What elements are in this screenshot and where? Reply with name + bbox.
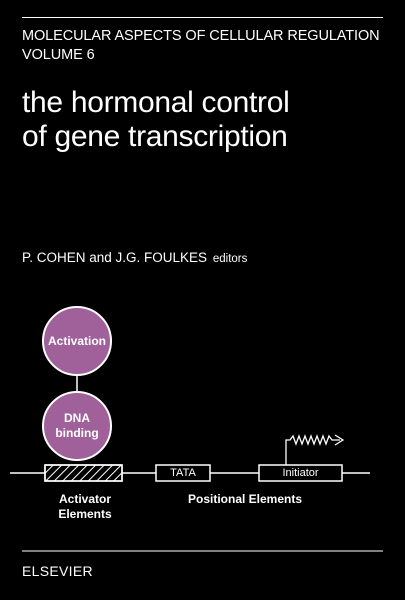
activation-label: Activation <box>47 334 106 348</box>
top-rule <box>22 17 383 18</box>
volume-label: VOLUME 6 <box>22 47 95 63</box>
initiator-label: Initiator <box>282 467 319 479</box>
editors-role: editors <box>212 253 248 265</box>
transcription-start-arrow <box>285 434 340 465</box>
dna-binding-label: DNA binding <box>37 411 117 441</box>
activator-line-2: Elements <box>58 507 112 521</box>
dna-label-line-1: DNA <box>64 411 90 425</box>
tata-box <box>155 464 211 482</box>
activation-circle <box>42 306 112 376</box>
book-title: the hormonal control of gene transcripti… <box>22 86 290 154</box>
series-name: MOLECULAR ASPECTS OF CELLULAR REGULATION <box>22 28 380 44</box>
series-title: MOLECULAR ASPECTS OF CELLULAR REGULATION… <box>22 27 380 65</box>
title-line-1: the hormonal control <box>22 86 290 119</box>
publisher-name: ELSEVIER <box>22 563 93 579</box>
activator-line-1: Activator <box>58 492 111 506</box>
initiator-box <box>258 464 343 482</box>
dna-label-line-2: binding <box>55 426 99 440</box>
dna-binding-circle <box>42 391 112 461</box>
tata-label: TATA <box>170 467 196 479</box>
activator-elements-label: Activator Elements <box>40 492 130 522</box>
positional-elements-label: Positional Elements <box>187 492 303 506</box>
title-line-2: of gene transcription <box>22 120 288 153</box>
editor-names: P. COHEN and J.G. FOULKES <box>22 250 208 265</box>
editors-credit: P. COHEN and J.G. FOULKES editors <box>22 250 247 265</box>
